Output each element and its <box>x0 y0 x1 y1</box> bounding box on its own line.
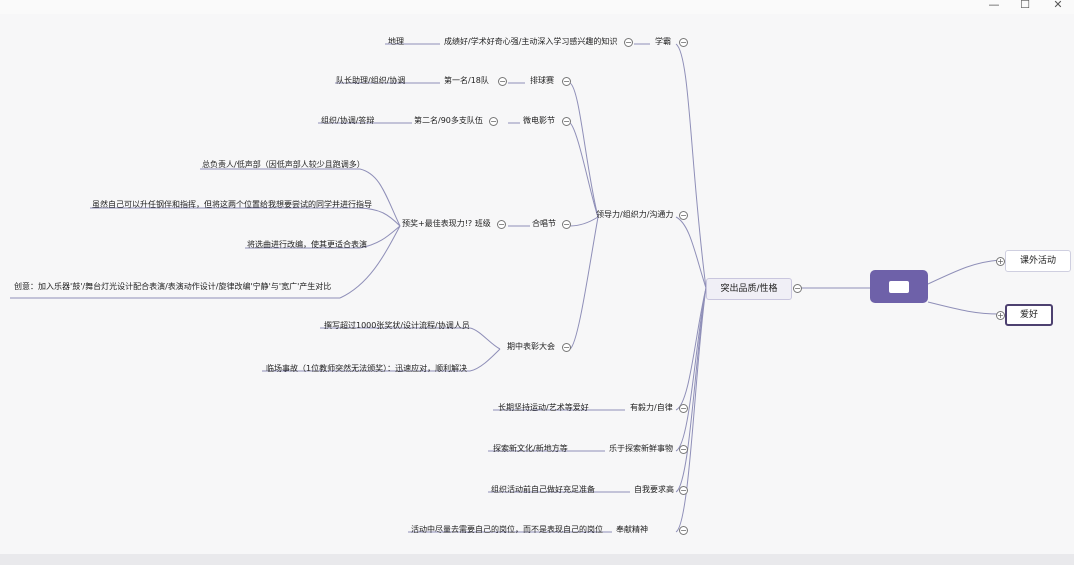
collapse-toggle-icon[interactable]: − <box>489 117 498 126</box>
leaf-midterm-1[interactable]: 撰写超过1000张奖状/设计流程/协调人员 <box>324 321 470 330</box>
mindmap-canvas[interactable]: + 课外活动 + 爱好 突出品质/性格 − 学霸 − 成绩好/学术好奇心强/主动… <box>0 14 1074 554</box>
collapse-toggle-icon[interactable]: − <box>793 284 802 293</box>
leaf-midterm-2[interactable]: 临场事故（1位教师突然无法颁奖）：迅速应对，顺利解决 <box>266 364 468 373</box>
leaf-dedication[interactable]: 活动中尽量去需要自己的岗位，而不是表现自己的岗位 <box>411 525 603 534</box>
node-leadership[interactable]: 领导力/组织力/沟通力 <box>596 210 674 219</box>
leaf-choir-2[interactable]: 虽然自己可以升任钢伴和指挥，但将这两个位置给我想要尝试的同学并进行指导 <box>92 200 372 209</box>
root-node[interactable] <box>870 270 928 303</box>
collapse-toggle-icon[interactable]: − <box>562 77 571 86</box>
leaf-curiosity[interactable]: 探索新文化/新地方等 <box>493 444 568 453</box>
leaf-micro-film-role[interactable]: 组织/协调/答辩 <box>321 116 375 125</box>
leaf-geography[interactable]: 地理 <box>388 37 404 46</box>
collapse-toggle-icon[interactable]: − <box>679 486 688 495</box>
leaf-choir-4[interactable]: 创意：加入乐器'鼓'/舞台灯光设计配合表演/表演动作设计/旋律改编'宁静'与'宽… <box>14 282 332 291</box>
collapse-toggle-icon[interactable]: − <box>679 445 688 454</box>
node-hobbies[interactable]: 爱好 <box>1005 304 1053 326</box>
node-dedication[interactable]: 奉献精神 <box>616 525 648 534</box>
node-high-standards[interactable]: 自我要求高 <box>634 485 674 494</box>
collapse-toggle-icon[interactable]: − <box>497 220 506 229</box>
leaf-perseverance[interactable]: 长期坚持运动/艺术等爱好 <box>498 403 589 412</box>
root-node-label <box>889 281 909 293</box>
collapse-toggle-icon[interactable]: − <box>562 220 571 229</box>
node-volleyball-result[interactable]: 第一名/18队 <box>444 76 489 85</box>
collapse-toggle-icon[interactable]: − <box>562 117 571 126</box>
leaf-high-standards[interactable]: 组织活动前自己做好充足准备 <box>491 485 595 494</box>
node-choir[interactable]: 合唱节 <box>532 219 556 228</box>
mindmap-edges <box>10 43 1001 533</box>
status-bar <box>0 554 1074 565</box>
node-midterm-ceremony[interactable]: 期中表彰大会 <box>507 342 555 351</box>
node-choir-result[interactable]: 预奖+最佳表现力!? 班级 <box>402 219 491 228</box>
node-top-student[interactable]: 学霸 <box>655 37 671 46</box>
expand-toggle-icon[interactable]: + <box>996 257 1005 266</box>
node-curiosity[interactable]: 乐于探索新鲜事物 <box>609 444 673 453</box>
minimize-button[interactable]: — <box>988 0 1000 11</box>
collapse-toggle-icon[interactable]: − <box>679 38 688 47</box>
window-titlebar: — ☐ ✕ <box>0 0 1074 14</box>
collapse-toggle-icon[interactable]: − <box>624 38 633 47</box>
collapse-toggle-icon[interactable]: − <box>679 526 688 535</box>
node-micro-film-result[interactable]: 第二名/90多支队伍 <box>414 116 483 125</box>
node-top-student-detail[interactable]: 成绩好/学术好奇心强/主动深入学习感兴趣的知识 <box>444 37 618 46</box>
collapse-toggle-icon[interactable]: − <box>498 77 507 86</box>
expand-toggle-icon[interactable]: + <box>996 311 1005 320</box>
node-perseverance[interactable]: 有毅力/自律 <box>630 403 673 412</box>
collapse-toggle-icon[interactable]: − <box>679 211 688 220</box>
leaf-volleyball-role[interactable]: 队长助理/组织/协调 <box>336 76 406 85</box>
node-volleyball[interactable]: 排球赛 <box>530 76 554 85</box>
close-button[interactable]: ✕ <box>1053 0 1063 11</box>
collapse-toggle-icon[interactable]: − <box>679 404 688 413</box>
leaf-choir-1[interactable]: 总负责人/低声部（因低声部人较少且跑调多） <box>202 160 365 169</box>
node-micro-film[interactable]: 微电影节 <box>523 116 555 125</box>
node-extracurricular[interactable]: 课外活动 <box>1005 250 1071 272</box>
collapse-toggle-icon[interactable]: − <box>562 343 571 352</box>
node-outstanding-qualities[interactable]: 突出品质/性格 <box>706 278 792 300</box>
maximize-button[interactable]: ☐ <box>1020 0 1030 11</box>
leaf-choir-3[interactable]: 将选曲进行改编，使其更适合表演 <box>247 240 367 249</box>
